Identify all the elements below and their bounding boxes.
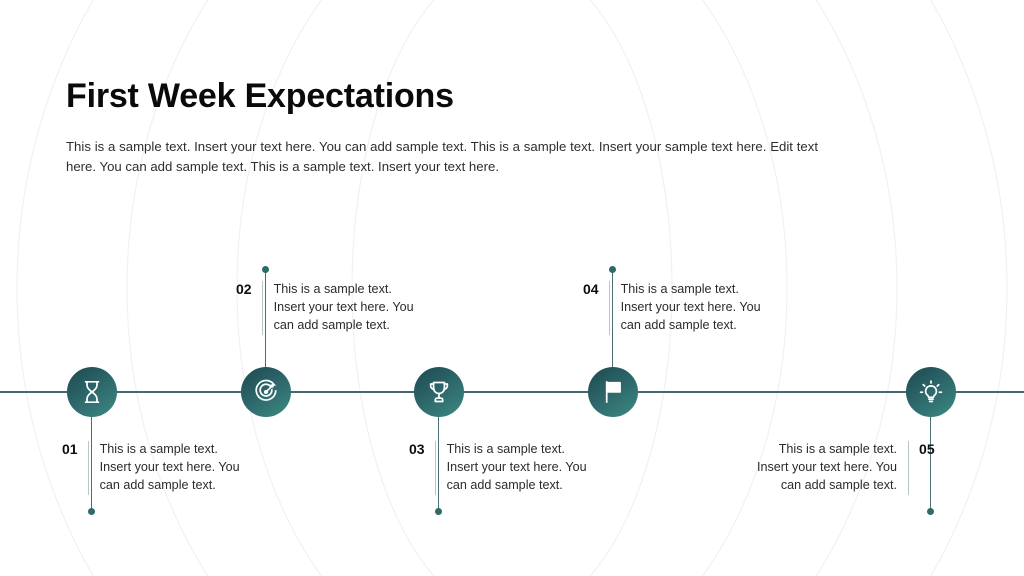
item-divider-04 [608, 281, 610, 335]
timeline-node-02[interactable] [241, 367, 291, 417]
trophy-icon [426, 379, 452, 405]
lightbulb-icon [918, 379, 944, 405]
item-text-05: This is a sample text. Insert your text … [757, 442, 898, 492]
item-text-03: This is a sample text. Insert your text … [446, 442, 587, 492]
stem-dot-02 [262, 266, 269, 273]
timeline-node-05[interactable] [906, 367, 956, 417]
item-text-01: This is a sample text. Insert your text … [99, 442, 240, 492]
timeline-item-03[interactable]: 03 This is a sample text. Insert your te… [409, 441, 587, 495]
item-text-02: This is a sample text. Insert your text … [273, 282, 414, 332]
page-title: First Week Expectations [66, 77, 454, 115]
item-text-04: This is a sample text. Insert your text … [620, 282, 761, 332]
stem-dot-05 [927, 508, 934, 515]
timeline-item-05[interactable]: This is a sample text. Insert your text … [757, 441, 935, 495]
timeline-node-04[interactable] [588, 367, 638, 417]
item-divider-01 [87, 441, 89, 495]
item-number-05: 05 [919, 441, 935, 457]
stem-dot-01 [88, 508, 95, 515]
item-divider-02 [261, 281, 263, 335]
timeline-item-01[interactable]: 01 This is a sample text. Insert your te… [62, 441, 240, 495]
item-number-02: 02 [236, 281, 252, 297]
timeline-node-03[interactable] [414, 367, 464, 417]
item-divider-05 [908, 441, 910, 495]
stem-dot-04 [609, 266, 616, 273]
page-subtitle: This is a sample text. Insert your text … [66, 139, 818, 174]
stem-dot-03 [435, 508, 442, 515]
item-number-03: 03 [409, 441, 425, 457]
target-icon [253, 379, 279, 405]
item-number-01: 01 [62, 441, 78, 457]
timeline-axis [0, 391, 1024, 393]
item-number-04: 04 [583, 281, 599, 297]
timeline-item-02[interactable]: 02 This is a sample text. Insert your te… [236, 281, 414, 335]
hourglass-icon [79, 379, 105, 405]
timeline-item-04[interactable]: 04 This is a sample text. Insert your te… [583, 281, 761, 335]
heading-block: First Week Expectations This is a sample… [66, 77, 826, 176]
item-divider-03 [434, 441, 436, 495]
flag-icon [600, 379, 626, 405]
timeline-node-01[interactable] [67, 367, 117, 417]
